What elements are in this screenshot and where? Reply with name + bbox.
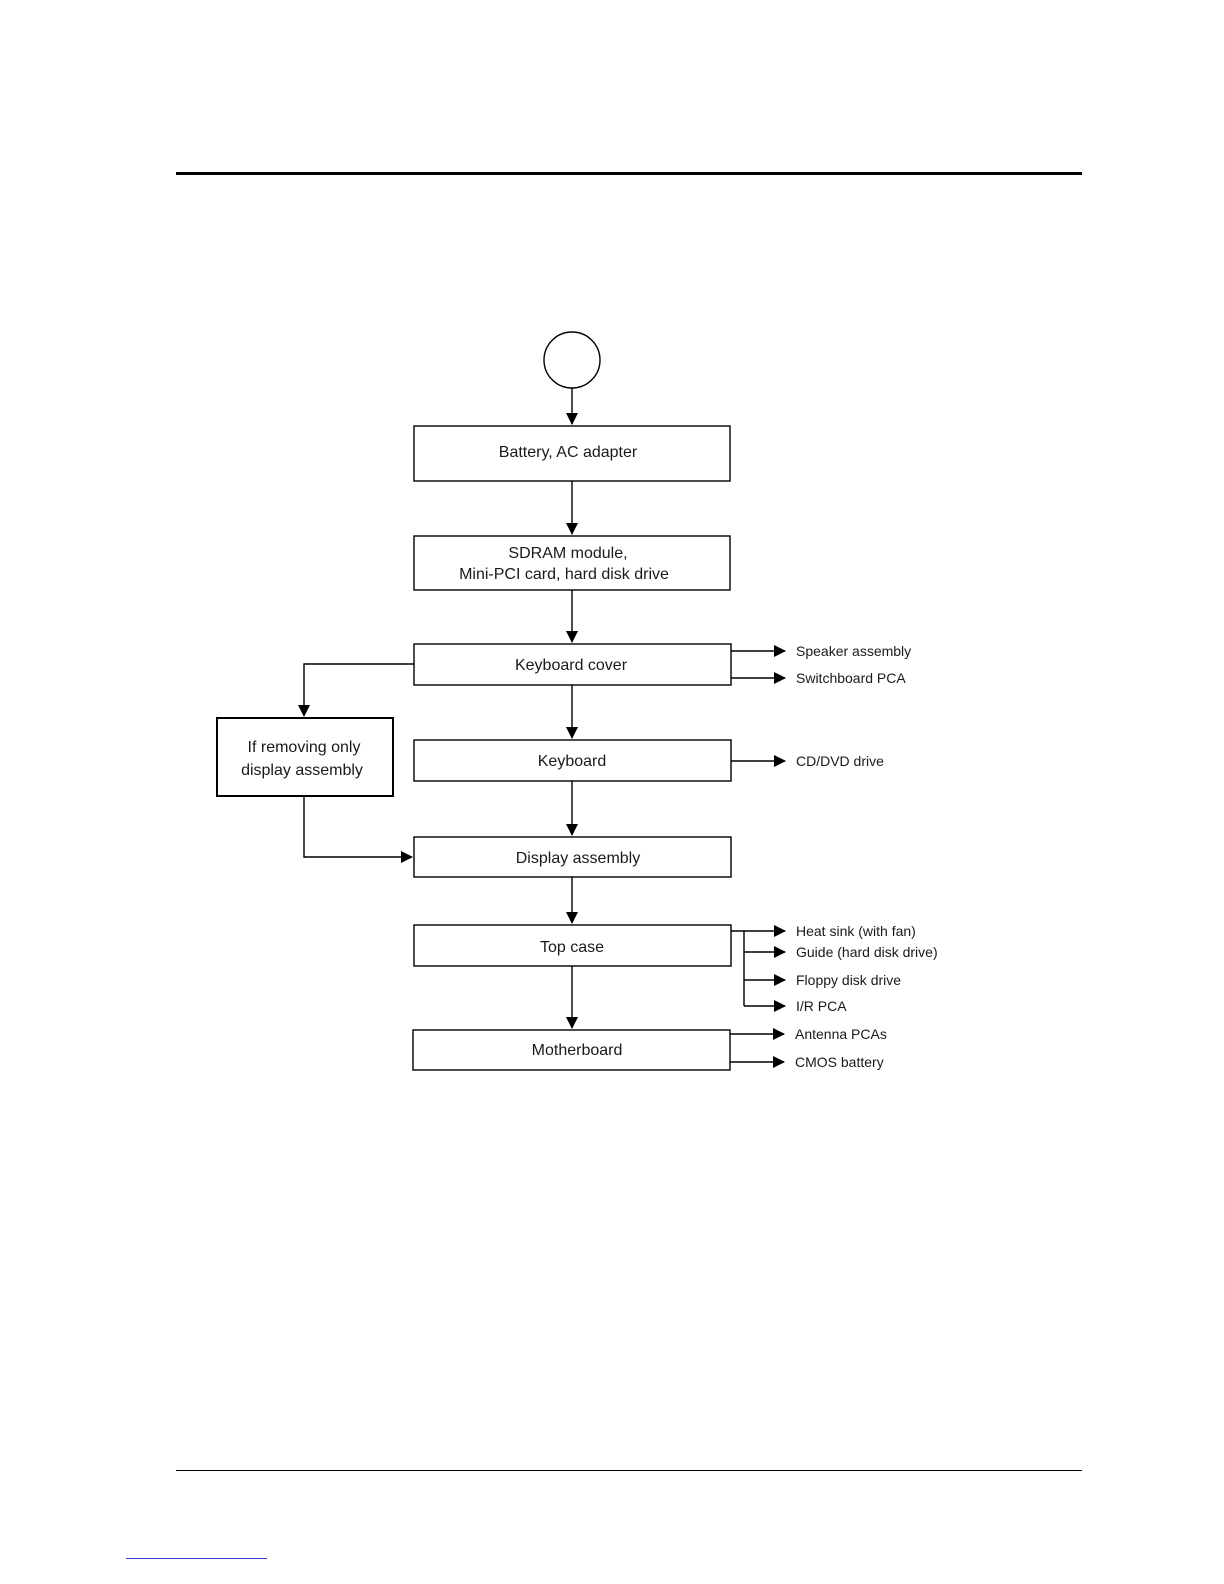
footer-link-underline[interactable] [126,1558,267,1559]
branch-label: Switchboard PCA [796,670,906,686]
branch-label: I/R PCA [796,998,847,1014]
branch-label: CD/DVD drive [796,753,884,769]
step-keyboard-label: Keyboard [538,753,607,770]
step-motherboard-label: Motherboard [532,1042,623,1059]
branch-label: CMOS battery [795,1054,884,1070]
bypass-label-line2: display assembly [241,762,363,779]
step-display-label: Display assembly [516,850,640,867]
step-motherboard-box [412,1029,731,1071]
step-keyboard-cover-label: Keyboard cover [515,657,628,674]
bypass-box [216,717,394,797]
header-rule [176,172,1082,175]
branch-label: Guide (hard disk drive) [796,944,938,960]
bypass-label-line1: If removing only [248,739,361,756]
branch-label: Floppy disk drive [796,972,901,988]
step-sdram-label-line1: SDRAM module, [508,545,627,562]
step-battery-label: Battery, AC adapter [499,444,638,461]
step-sdram-label-line2: Mini-PCI card, hard disk drive [459,566,669,583]
branch-label: Heat sink (with fan) [796,923,916,939]
footer-rule [176,1470,1082,1471]
start-node [543,331,601,389]
branch-label: Speaker assembly [796,643,911,659]
step-top-case-label: Top case [540,939,604,956]
arrow-keyboard-cover-bypass [298,663,414,717]
arrow-bypass-display [303,796,413,863]
branch-label: Antenna PCAs [795,1026,887,1042]
